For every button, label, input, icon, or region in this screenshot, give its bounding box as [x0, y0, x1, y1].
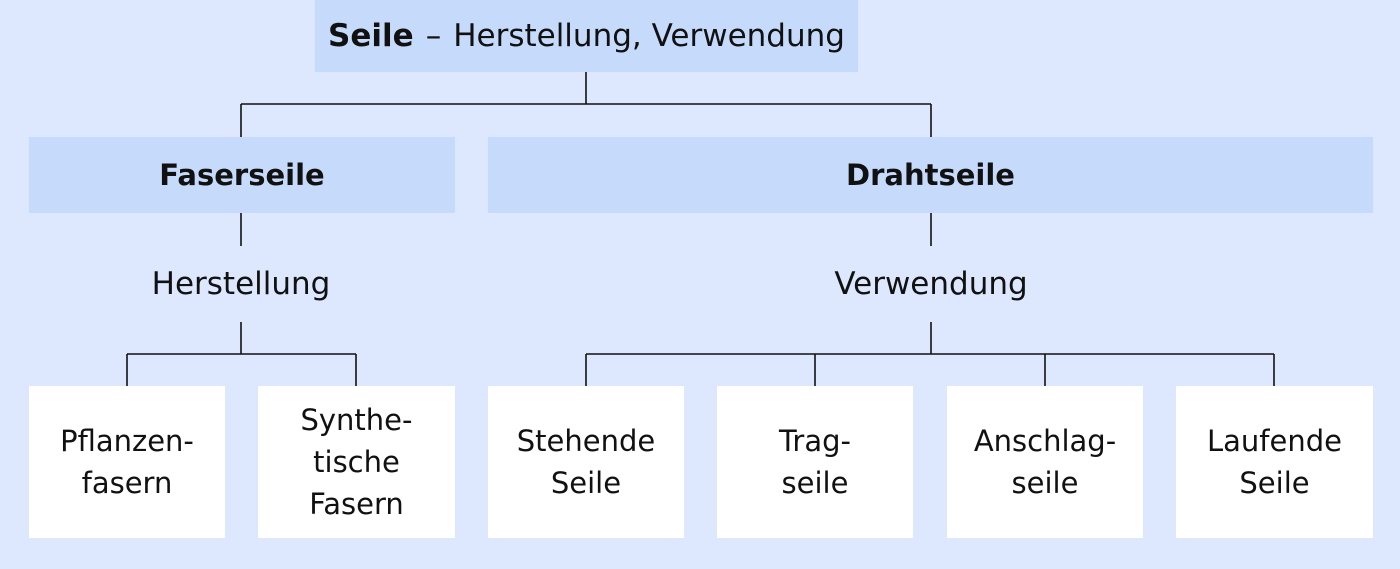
label-herstellung: Herstellung: [151, 266, 331, 302]
root-node: Seile – Herstellung, Verwendung: [315, 0, 858, 72]
label-verwendung: Verwendung: [834, 266, 1028, 302]
leaf-pflanzenfasern: Pflanzen- fasern: [29, 386, 225, 538]
leaf-anschlagseile: Anschlag- seile: [947, 386, 1143, 538]
leaf-stehende-seile: Stehende Seile: [488, 386, 684, 538]
node-drahtseile: Drahtseile: [488, 137, 1373, 213]
leaf-synthetische-fasern: Synthe- tische Fasern: [258, 386, 455, 538]
root-separator: –: [425, 18, 442, 54]
node-faserseile: Faserseile: [29, 137, 455, 213]
node-faserseile-label: Faserseile: [159, 158, 325, 192]
root-subtitle: Herstellung, Verwendung: [453, 18, 845, 54]
leaf-tragseile: Trag- seile: [717, 386, 913, 538]
root-title: Seile: [328, 18, 414, 54]
leaf-laufende-seile: Laufende Seile: [1176, 386, 1373, 538]
node-drahtseile-label: Drahtseile: [846, 158, 1015, 192]
